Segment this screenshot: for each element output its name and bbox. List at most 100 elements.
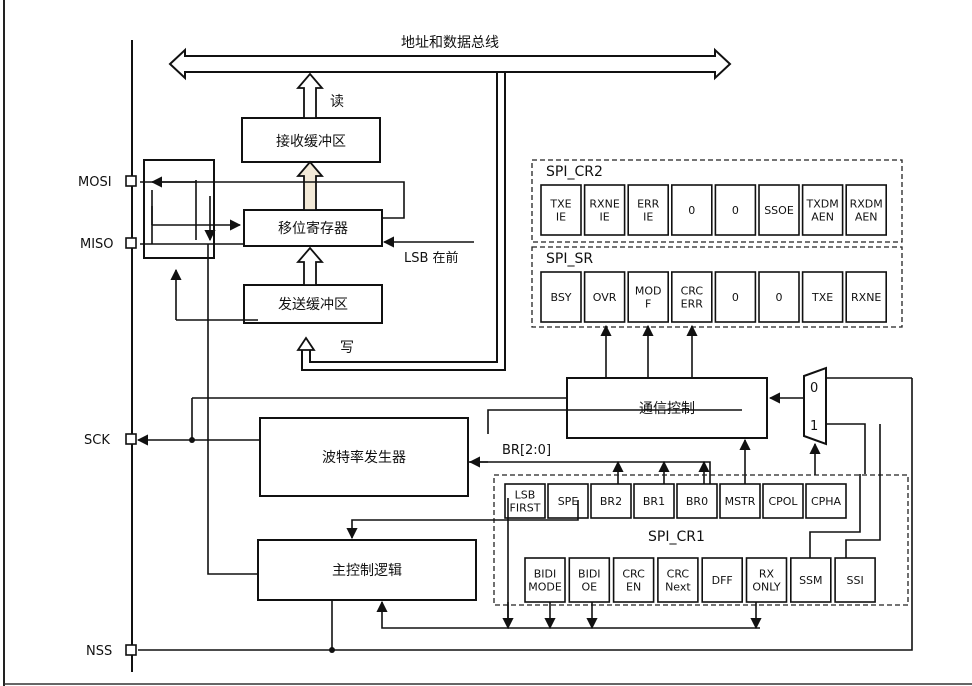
pin-mux-box bbox=[143, 159, 215, 259]
cr1-top-bit-cell bbox=[504, 483, 546, 519]
write-arrowhead bbox=[296, 336, 316, 351]
cr2-bit-cell bbox=[540, 184, 582, 236]
cr2-bit-cell bbox=[845, 184, 888, 236]
lsb-first-label: LSB 在前 bbox=[404, 250, 459, 266]
sr-bit-cell bbox=[627, 271, 670, 323]
cr2-bit-label: SSOE bbox=[764, 204, 794, 217]
rx-buffer-box bbox=[241, 117, 381, 163]
nss-label: NSS bbox=[86, 644, 112, 659]
cr1-top-bit-cell bbox=[676, 483, 718, 519]
cr1-top-bit-cell bbox=[762, 483, 804, 519]
cr1-bottom-bit-cell bbox=[701, 557, 744, 603]
comm-control-box bbox=[566, 377, 768, 439]
master-logic-label: 主控制逻辑 bbox=[332, 563, 402, 579]
cr1-bottom-bit-label: SSM bbox=[799, 574, 822, 587]
sr-bit-label: OVR bbox=[593, 291, 617, 304]
miso-label: MISO bbox=[80, 237, 114, 252]
bus-label: 地址和数据总线 bbox=[401, 35, 499, 51]
cr1-top-bit-cell bbox=[719, 483, 761, 519]
cr1-top-bit-cell bbox=[590, 483, 632, 519]
sr-bit-cell bbox=[540, 271, 582, 323]
tx-buffer-label: 发送缓冲区 bbox=[278, 297, 348, 313]
cr1-bottom-bit-label: SSI bbox=[846, 574, 863, 587]
sr-bit-cell bbox=[670, 271, 713, 323]
cr1-bottom-bit-cell bbox=[657, 557, 699, 603]
sr-bit-cell bbox=[714, 271, 757, 323]
cr1-bottom-bit-cell bbox=[612, 557, 655, 603]
sr-bit-label: BSY bbox=[550, 291, 571, 304]
mosi-pin bbox=[125, 175, 137, 187]
sr-bit-label: TXE bbox=[811, 291, 833, 304]
cr2-bit-label: 0 bbox=[732, 204, 739, 217]
cr1-top-bit-cell bbox=[805, 483, 847, 519]
write-label: 写 bbox=[340, 340, 354, 356]
mux-in0: 0 bbox=[810, 381, 818, 396]
cr2-bit-cell bbox=[627, 184, 670, 236]
cr1-top-bit-label: CPHA bbox=[811, 495, 842, 508]
bus-to-tx-path bbox=[309, 72, 498, 363]
spi-cr2-label: SPI_CR2 bbox=[546, 164, 603, 180]
mux-in1: 1 bbox=[810, 419, 818, 434]
sr-bit-cell bbox=[845, 271, 888, 323]
cr1-top-bit-label: BR0 bbox=[686, 495, 708, 508]
br-label: BR[2:0] bbox=[502, 443, 551, 458]
cr1-bottom-bit-cell bbox=[745, 557, 788, 603]
cr1-bottom-bit-cell bbox=[789, 557, 832, 603]
address-data-bus-arrow bbox=[168, 47, 732, 81]
cr1-top-bit-label: BR2 bbox=[600, 495, 622, 508]
rx-buffer-label: 接收缓冲区 bbox=[276, 133, 346, 150]
cr1-bottom-bit-cell bbox=[568, 557, 611, 603]
cr1-bottom-bit-cell bbox=[834, 557, 876, 603]
sr-bit-cell bbox=[758, 271, 800, 323]
comm-control-label: 通信控制 bbox=[639, 401, 695, 417]
cr1-top-bit-label: CPOL bbox=[768, 495, 798, 508]
mosi-label: MOSI bbox=[78, 175, 112, 190]
cr1-bottom-bit-cell bbox=[524, 557, 566, 603]
cr2-bit-cell bbox=[801, 184, 844, 236]
cr1-top-bit-label: SPE bbox=[558, 495, 579, 508]
cr2-bit-cell bbox=[670, 184, 713, 236]
spi-sr-dashed-box bbox=[531, 246, 903, 328]
master-logic-box bbox=[257, 539, 477, 601]
cr2-bit-cell bbox=[758, 184, 800, 236]
cr2-bit-cell bbox=[714, 184, 757, 236]
cr1-top-bit-cell bbox=[547, 483, 589, 519]
cr1-top-bit-label: BR1 bbox=[643, 495, 665, 508]
shift-to-rx-arrow bbox=[296, 160, 324, 211]
sr-bit-cell bbox=[583, 271, 626, 323]
mode-mux bbox=[803, 366, 827, 446]
cr1-top-bit-cell bbox=[633, 483, 675, 519]
cr1-top-bit-label: MSTR bbox=[725, 495, 756, 508]
spi-cr2-dashed-box bbox=[531, 159, 903, 243]
nss-pin bbox=[125, 644, 137, 656]
spi-sr-label: SPI_SR bbox=[546, 251, 593, 267]
read-label: 读 bbox=[330, 93, 344, 110]
cr2-bit-cell bbox=[583, 184, 626, 236]
read-arrow bbox=[296, 72, 324, 119]
sr-bit-label: 0 bbox=[732, 291, 739, 304]
tx-to-shift-arrow bbox=[296, 246, 324, 286]
sr-bit-label: RXNE bbox=[851, 291, 881, 304]
cr2-bit-label: 0 bbox=[688, 204, 695, 217]
baud-generator-box bbox=[259, 417, 469, 497]
sck-label: SCK bbox=[84, 433, 110, 448]
sck-pin bbox=[125, 433, 137, 445]
cr1-bottom-bit-label: DFF bbox=[712, 574, 733, 587]
baud-generator-label: 波特率发生器 bbox=[322, 449, 406, 466]
